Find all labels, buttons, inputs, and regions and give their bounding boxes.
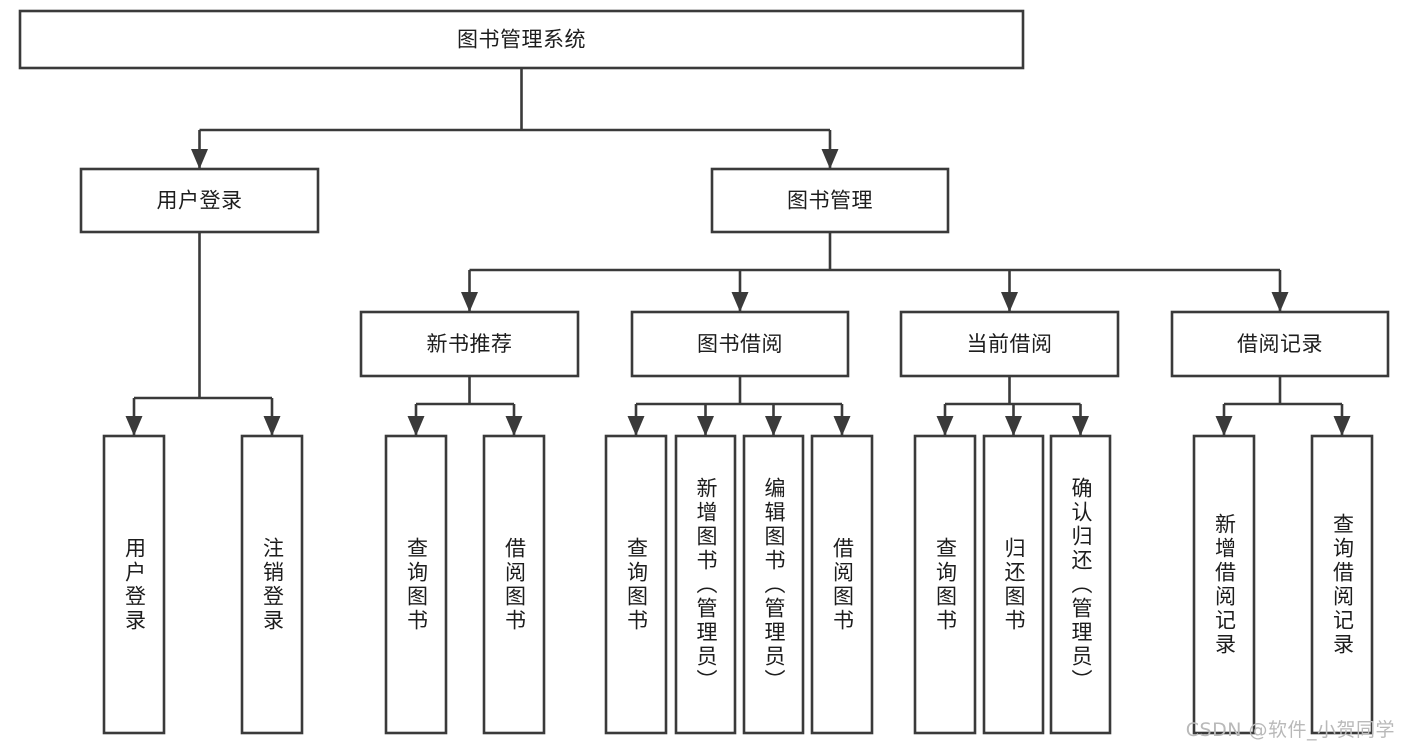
node-label-root: 图书管理系统 [457, 28, 586, 52]
node-box-leaf-query-book-3[interactable] [913, 434, 977, 735]
node-box-leaf-query-book-1[interactable] [384, 434, 448, 735]
node-label-new-book-rec: 新书推荐 [427, 332, 513, 356]
arrow-head-icon-leaf-user-logout [263, 416, 281, 436]
arrow-head-icon-leaf-query-book-2 [627, 416, 645, 436]
node-label-borrow-record: 借阅记录 [1237, 332, 1323, 356]
arrow-head-icon-leaf-user-login [125, 416, 143, 436]
node-label-book-manage: 图书管理 [787, 189, 873, 213]
node-label-book-borrow: 图书借阅 [697, 332, 783, 356]
node-label-user-login: 用户登录 [157, 189, 243, 213]
arrow-head-icon-book-manage [821, 149, 839, 169]
node-box-leaf-query-book-2[interactable] [604, 434, 668, 735]
node-box-current-borrow[interactable] [899, 310, 1120, 378]
node-box-leaf-query-record[interactable] [1310, 434, 1374, 735]
node-box-book-manage[interactable] [710, 167, 950, 234]
node-box-leaf-user-logout[interactable] [240, 434, 304, 735]
arrow-head-icon-leaf-add-record [1215, 416, 1233, 436]
arrow-head-icon-leaf-query-record [1333, 416, 1351, 436]
node-box-leaf-user-login[interactable] [102, 434, 166, 735]
node-box-leaf-add-book[interactable] [674, 434, 737, 735]
node-box-user-login[interactable] [79, 167, 320, 234]
arrow-head-icon-leaf-confirm-return [1072, 416, 1089, 436]
node-box-leaf-borrow-book-1[interactable] [482, 434, 546, 735]
arrow-head-icon-leaf-borrow-book-1 [505, 416, 523, 436]
node-box-leaf-return-book[interactable] [982, 434, 1045, 735]
arrow-head-icon-leaf-return-book [1005, 416, 1022, 436]
arrow-head-icon-user-login [191, 149, 208, 169]
connector-edges [125, 68, 1351, 436]
node-box-borrow-record[interactable] [1170, 310, 1390, 378]
csdn-watermark: CSDN @软件_小贺同学 [1185, 719, 1395, 741]
node-box-leaf-borrow-book-2[interactable] [810, 434, 874, 735]
node-box-leaf-edit-book[interactable] [742, 434, 805, 735]
arrow-head-icon-leaf-add-book [697, 416, 714, 436]
node-boxes [18, 9, 1390, 735]
node-box-new-book-rec[interactable] [359, 310, 580, 378]
node-box-leaf-confirm-return[interactable] [1049, 434, 1112, 735]
arrow-head-icon-book-borrow [731, 292, 749, 312]
arrow-head-icon-borrow-record [1271, 292, 1289, 312]
node-box-leaf-add-record[interactable] [1192, 434, 1256, 735]
arrow-head-icon-leaf-query-book-3 [936, 416, 954, 436]
arrow-head-icon-new-book-rec [461, 292, 478, 312]
arrow-head-icon-leaf-edit-book [765, 416, 782, 436]
arrow-head-icon-leaf-borrow-book-2 [833, 416, 851, 436]
node-label-current-borrow: 当前借阅 [967, 332, 1053, 356]
node-box-root[interactable] [18, 9, 1025, 70]
node-box-book-borrow[interactable] [630, 310, 850, 378]
arrow-head-icon-leaf-query-book-1 [407, 416, 425, 436]
arrow-head-icon-current-borrow [1001, 292, 1018, 312]
